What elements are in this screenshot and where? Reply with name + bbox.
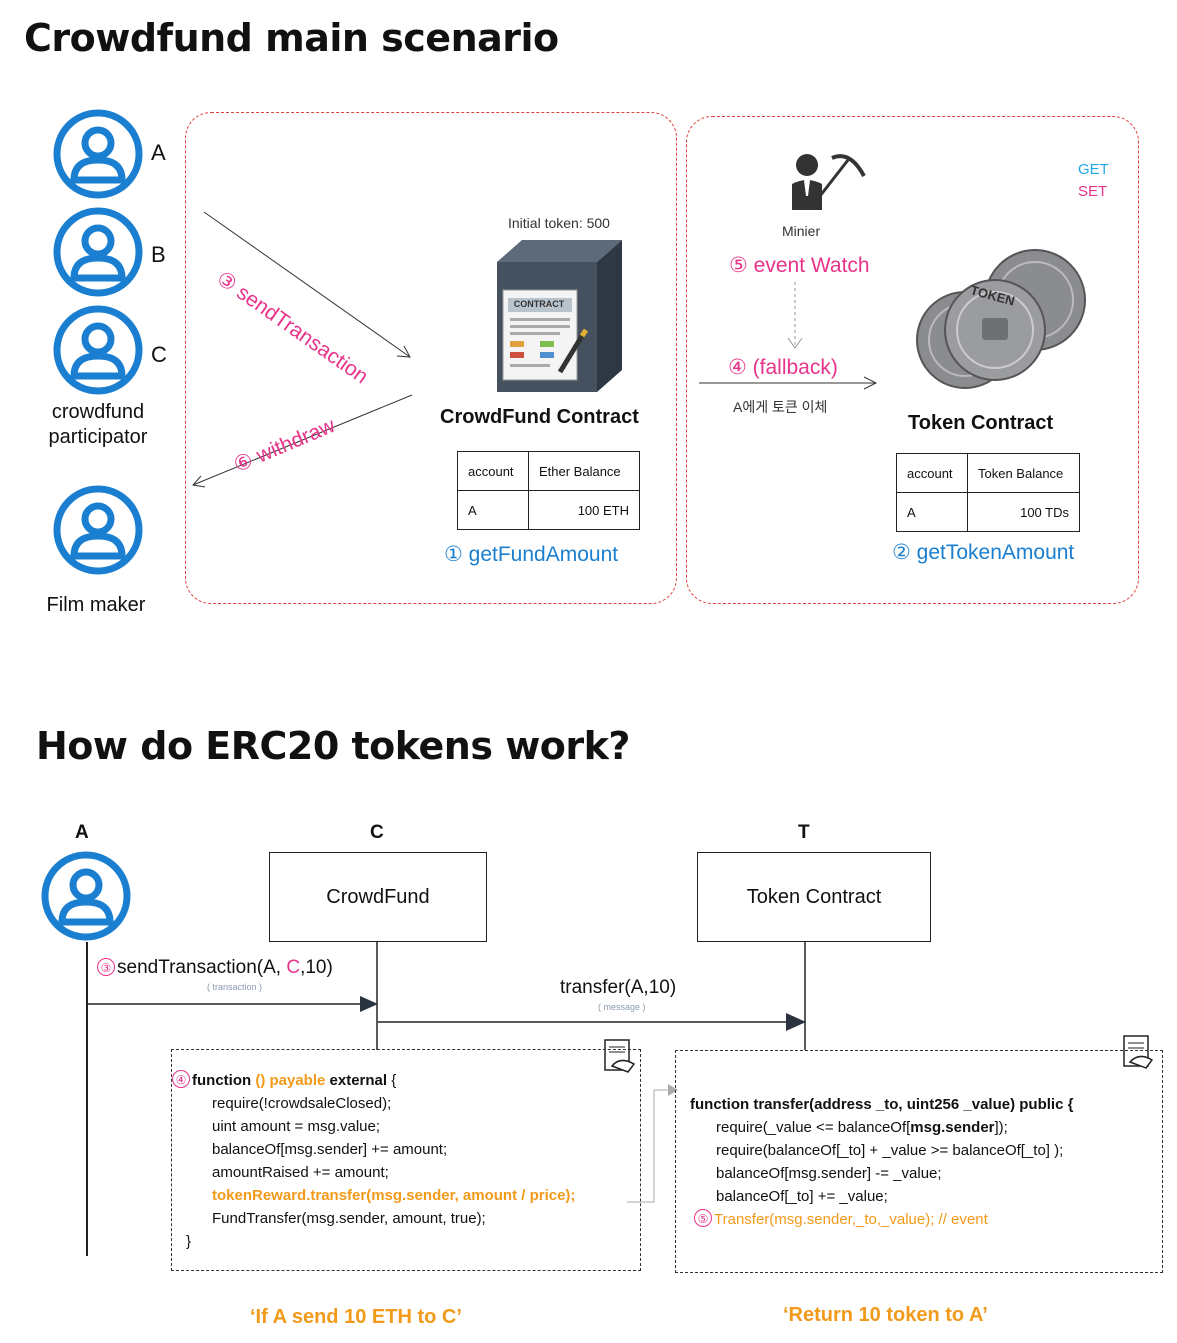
legend-set: SET	[1078, 183, 1108, 200]
token-contract-label: Token Contract	[908, 412, 1054, 434]
section1-arrows	[192, 211, 878, 488]
participant-group-label-1: crowdfund	[51, 401, 145, 423]
code-left-line-7: FundTransfer(msg.sender, amount, true);	[212, 1210, 486, 1227]
contract-safe-icon	[497, 240, 622, 392]
code-right-l1-post: ]);	[994, 1119, 1008, 1136]
code-right-event-text: Transfer(msg.sender,_to,_value); // even…	[714, 1211, 988, 1228]
get-fund-amount-label: ① getFundAmount	[444, 543, 619, 566]
code-left-highlight: tokenReward.transfer(msg.sender, amount …	[212, 1187, 576, 1204]
code-right-line-2: require(balanceOf[_to] + _value >= balan…	[716, 1142, 1064, 1159]
miner-icon	[792, 154, 866, 210]
lane-c-label: C	[370, 822, 384, 843]
participant-c-label: C	[151, 342, 167, 367]
participant-c-avatar-icon	[53, 305, 143, 395]
participant-a-avatar-icon	[53, 109, 143, 199]
send-tx-c: C	[286, 957, 301, 978]
step-4-circle: ④	[172, 1070, 190, 1088]
crowdfund-box: CrowdFund	[269, 852, 487, 942]
code-left-function-kw: function	[192, 1072, 252, 1089]
token-table-cell-account: A	[896, 492, 968, 532]
send-tx-sub: ( transaction )	[207, 982, 263, 992]
film-maker-avatar-icon	[53, 485, 143, 575]
crowdfund-balance-table: account Ether Balance A 100 ETH	[457, 451, 640, 530]
miner-label: Minier	[782, 223, 821, 239]
event-watch-label: ⑤ event Watch	[729, 254, 870, 277]
contract-icon-text: CONTRACT	[513, 299, 565, 309]
lane-a-label: A	[75, 822, 89, 843]
code-right-signature: function transfer(address _to, uint256 _…	[690, 1096, 1074, 1113]
transfer-sub: ( message )	[598, 1002, 646, 1012]
code-left-line-4: balanceOf[msg.sender] += amount;	[212, 1141, 448, 1158]
token-balance-table: account Token Balance A 100 TDs	[896, 453, 1080, 532]
step-3-circle: ③	[97, 958, 115, 976]
send-tx-post: ,10)	[300, 957, 333, 978]
participant-b-label: B	[151, 242, 166, 267]
participant-b-avatar-icon	[53, 207, 143, 297]
caption-left: ‘If A send 10 ETH to C’	[250, 1306, 462, 1328]
transfer-code-box: function transfer(address _to, uint256 _…	[675, 1050, 1163, 1273]
token-table-cell-balance: 100 TDs	[967, 492, 1080, 532]
contract-doc-icon-right	[1123, 1035, 1154, 1069]
code-left-payable: () payable	[255, 1072, 326, 1089]
code-right-line-3: balanceOf[msg.sender] -= _value;	[716, 1165, 942, 1182]
code-right-line-1: require(_value <= balanceOf[msg.sender])…	[690, 1116, 1073, 1139]
code-right-line-4: balanceOf[_to] += _value;	[716, 1188, 888, 1205]
section2-title: How do ERC20 tokens work?	[36, 724, 630, 768]
code-left-external: external	[329, 1072, 388, 1089]
legend-get: GET	[1078, 161, 1109, 178]
code-left-close: }	[186, 1233, 192, 1250]
film-maker-label: Film maker	[46, 594, 146, 616]
code-left-line-2: require(!crowdsaleClosed);	[212, 1095, 392, 1112]
contract-doc-icon-left	[604, 1039, 636, 1073]
get-token-amount-label: ② getTokenAmount	[892, 541, 1075, 564]
transfer-note-label: A에게 토큰 이체	[733, 399, 828, 415]
token-table-header-account: account	[896, 453, 968, 493]
token-coins-icon	[916, 249, 1086, 389]
code-right-l1-pre: require(_value <= balanceOf[	[716, 1119, 911, 1136]
send-tx-pre: sendTransaction(A,	[117, 957, 287, 978]
code-right-l1-bold: msg.sender	[910, 1119, 995, 1136]
token-contract-box: Token Contract	[697, 852, 931, 942]
initial-token-label: Initial token: 500	[508, 215, 610, 231]
fallback-label: ④ (fallback)	[728, 356, 838, 379]
step-5-circle: ⑤	[694, 1209, 712, 1227]
crowdfund-table-header-balance: Ether Balance	[528, 451, 640, 491]
participant-group-label-2: participator	[48, 426, 148, 448]
transfer-call-label: transfer(A,10)	[560, 977, 677, 998]
code-left-line-5: amountRaised += amount;	[212, 1164, 389, 1181]
crowdfund-contract-label: CrowdFund Contract	[440, 406, 639, 428]
participant-a-label: A	[151, 140, 166, 165]
code-left-line-3: uint amount = msg.value;	[212, 1118, 381, 1135]
lane-a-avatar-icon	[41, 851, 131, 941]
crowdfund-panel	[185, 112, 677, 604]
lane-t-label: T	[798, 822, 810, 843]
caption-right: ‘Return 10 token to A’	[783, 1304, 988, 1326]
crowdfund-table-cell-balance: 100 ETH	[528, 490, 640, 530]
code-left-open-brace: {	[391, 1072, 397, 1089]
section1-title: Crowdfund main scenario	[24, 16, 559, 60]
token-panel	[686, 116, 1139, 604]
